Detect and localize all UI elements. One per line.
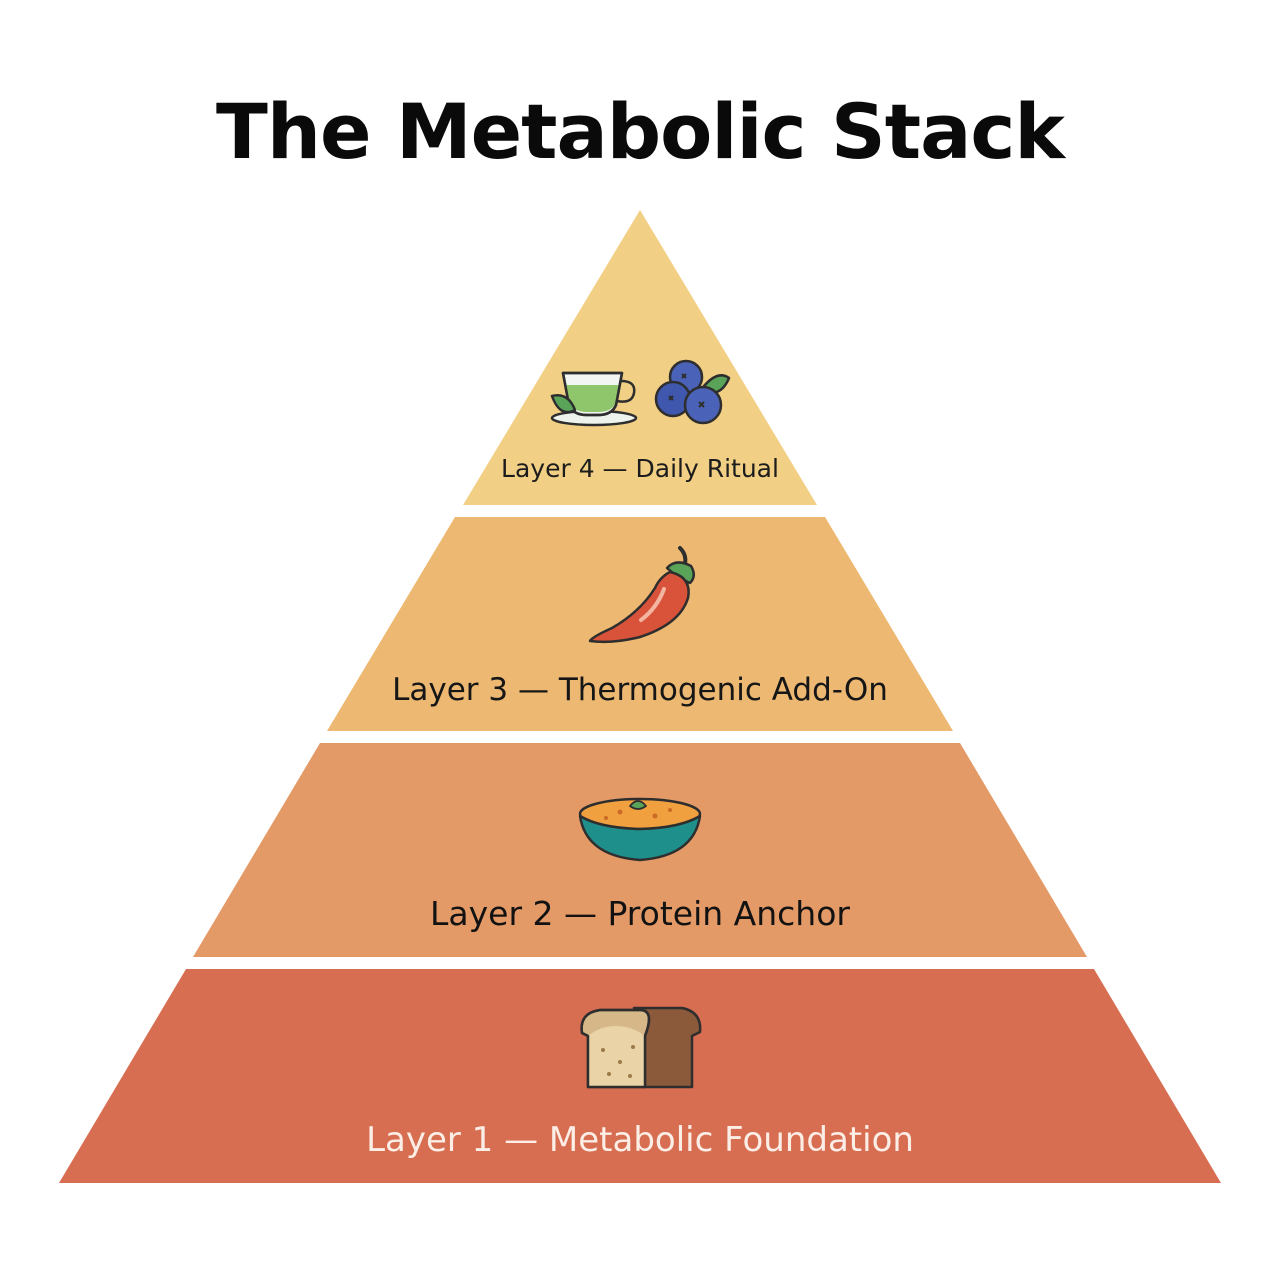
- tier-3-label: Layer 3 — Thermogenic Add-On: [392, 672, 888, 708]
- tier-2-label: Layer 2 — Protein Anchor: [430, 894, 850, 933]
- page-title: The Metabolic Stack: [216, 87, 1065, 176]
- tier-4-band: [463, 210, 817, 505]
- bread-loaf-icon: [580, 1006, 702, 1089]
- chili-pepper-icon: [588, 546, 695, 644]
- tier-4-label: Layer 4 — Daily Ritual: [501, 454, 779, 483]
- tier-1-label: Layer 1 — Metabolic Foundation: [366, 1120, 914, 1160]
- food-bowl-icon: [578, 797, 702, 862]
- blueberries-icon: [654, 359, 731, 425]
- green-tea-cup-icon: [550, 371, 638, 427]
